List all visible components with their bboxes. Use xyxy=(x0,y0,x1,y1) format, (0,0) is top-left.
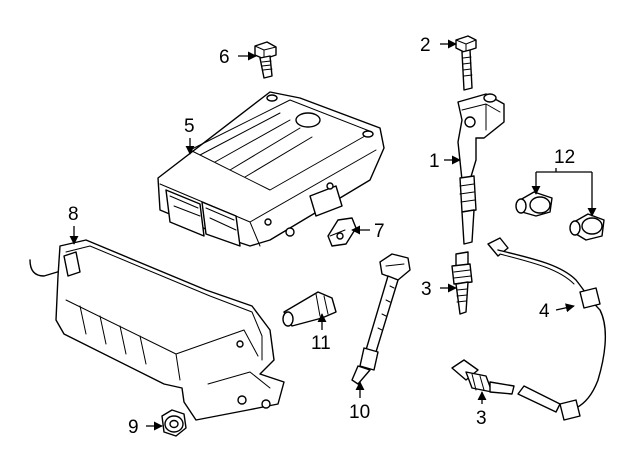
part-9-nut xyxy=(161,409,187,437)
part-5-control-module xyxy=(157,91,385,247)
leader-12 xyxy=(536,168,592,173)
part-7-clip xyxy=(327,217,357,247)
callout-6: 6 xyxy=(219,47,230,68)
part-4-sensor xyxy=(487,237,606,421)
leader-4 xyxy=(555,303,575,313)
callout-2: 2 xyxy=(420,35,431,56)
part-3-glow-plug-lower xyxy=(451,359,515,395)
part-6-bolt xyxy=(254,41,277,79)
callout-10: 10 xyxy=(349,402,370,423)
part-1-injector xyxy=(457,93,505,245)
callout-8: 8 xyxy=(68,204,79,225)
callout-9: 9 xyxy=(128,417,139,438)
part-11-connector xyxy=(282,291,337,327)
part-8-housing xyxy=(29,239,285,421)
callout-12: 12 xyxy=(554,147,575,168)
callout-11: 11 xyxy=(311,333,331,354)
callout-labels: 2 6 5 1 12 8 7 3 4 11 10 3 9 xyxy=(68,35,575,438)
callout-3-lower: 3 xyxy=(476,408,487,429)
callout-1: 1 xyxy=(429,151,440,172)
leader-lines xyxy=(69,39,597,431)
callout-4: 4 xyxy=(539,301,550,322)
callout-5: 5 xyxy=(184,116,195,137)
part-10-lead xyxy=(351,253,411,385)
callout-7: 7 xyxy=(374,221,385,242)
part-3-glow-plug-upper xyxy=(451,251,473,315)
callout-3-upper: 3 xyxy=(421,279,432,300)
part-2-bolt xyxy=(455,35,477,91)
part-12-fittings xyxy=(515,191,605,241)
